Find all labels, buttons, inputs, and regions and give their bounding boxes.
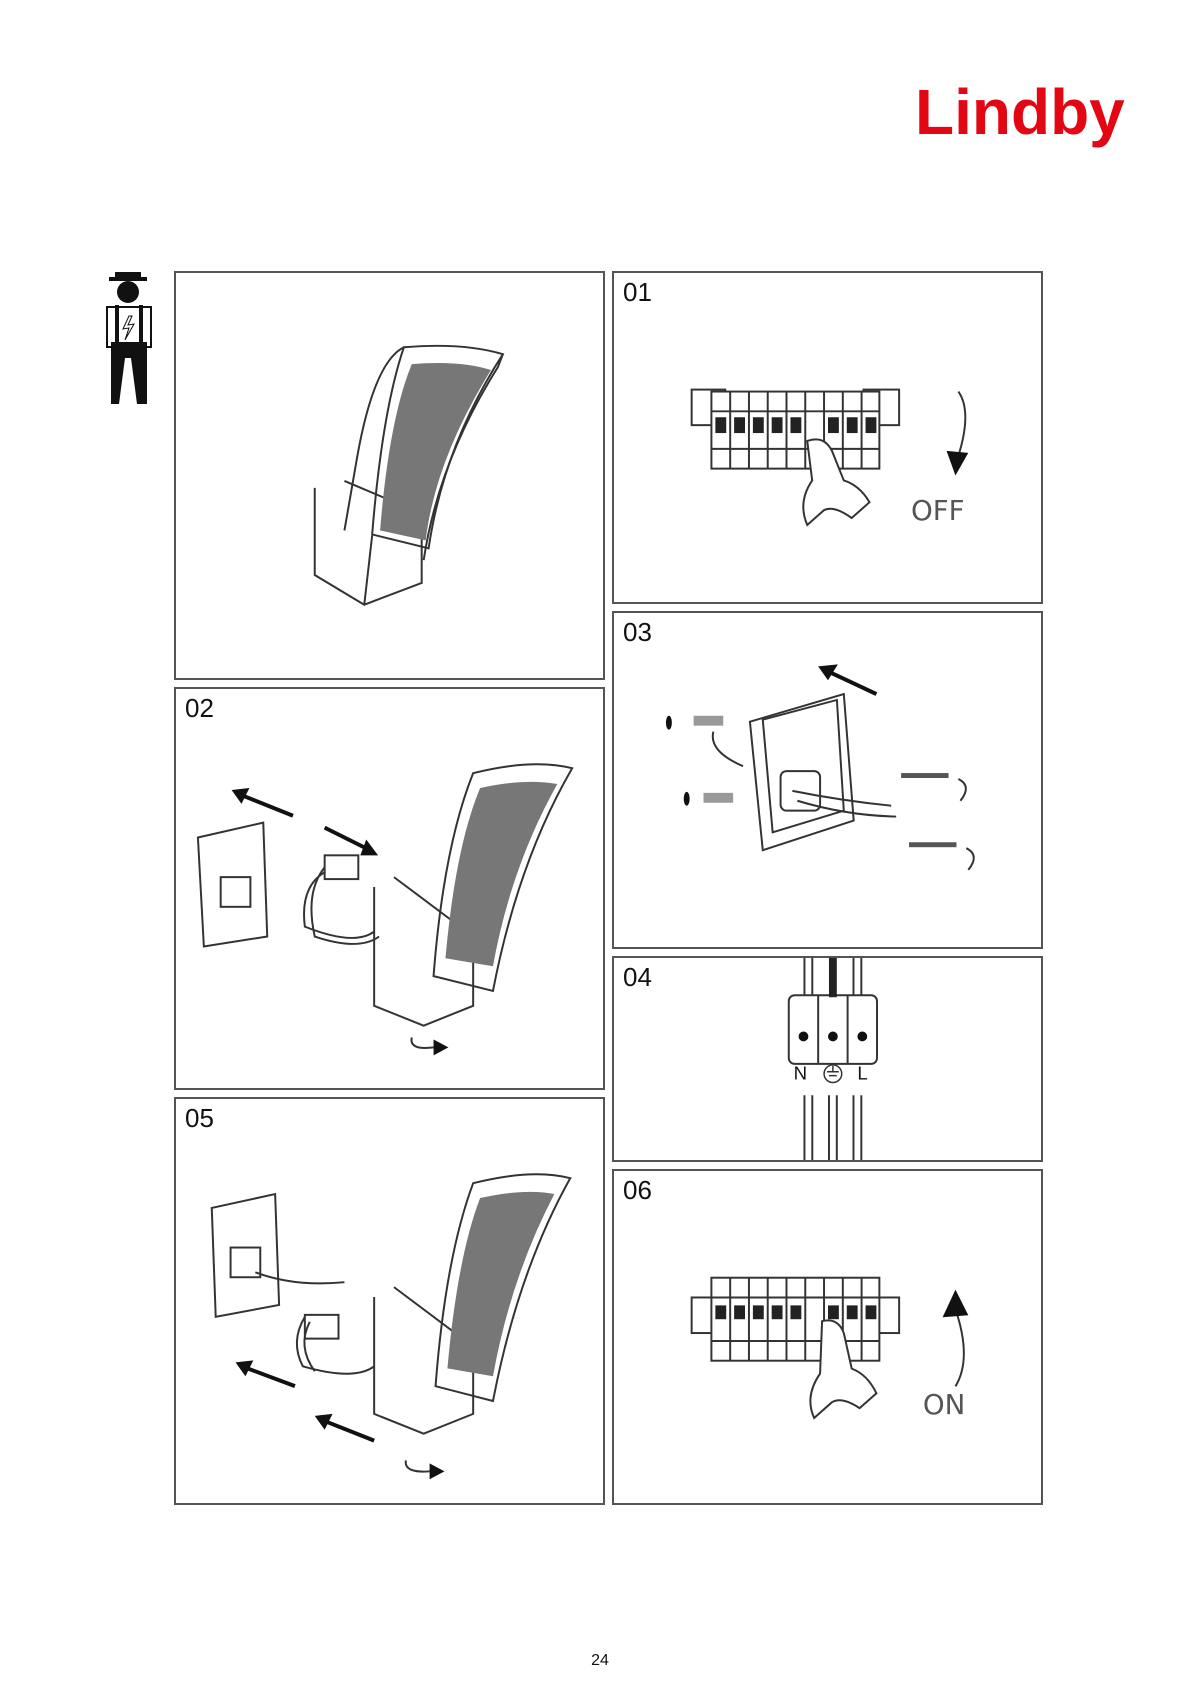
lamp-illustration — [313, 344, 505, 606]
brand-logo: Lindby — [915, 76, 1125, 148]
arrow-icon — [957, 390, 967, 457]
step-number: 03 — [623, 617, 652, 647]
panel-step-03: 03 — [612, 611, 1043, 949]
hand-icon — [802, 438, 871, 527]
panel-step-01: 01 OFF — [612, 271, 1043, 604]
terminal-n-label: N — [794, 1063, 807, 1084]
electrician-icon — [106, 272, 152, 404]
hand-icon — [809, 1319, 878, 1420]
arrow-icon — [325, 1419, 375, 1443]
on-label: ON — [923, 1388, 965, 1421]
brand-logo-text: Lindby — [915, 76, 1125, 148]
panel-step-05: 05 — [174, 1097, 605, 1505]
panel-step-06: 06 ON — [612, 1169, 1043, 1505]
panel-overview — [174, 271, 605, 680]
arrow-icon — [242, 794, 294, 818]
off-label: OFF — [911, 494, 965, 527]
screw-icon — [901, 773, 957, 848]
arrow-icon — [246, 1366, 296, 1389]
step-number: 02 — [185, 693, 214, 723]
step-number: 01 — [623, 277, 652, 307]
terminal-l-label: L — [857, 1063, 867, 1084]
earth-symbol-icon — [823, 1064, 843, 1084]
step-number: 05 — [185, 1103, 214, 1133]
arrow-icon — [829, 670, 878, 696]
panel-step-04: 04 N L — [612, 956, 1043, 1162]
arrow-icon — [954, 1309, 965, 1387]
panel-step-02: 02 — [174, 687, 605, 1090]
arrow-icon — [323, 825, 366, 850]
step-number: 06 — [623, 1175, 652, 1205]
step-number: 04 — [623, 962, 652, 992]
page-number: 24 — [591, 1652, 609, 1669]
